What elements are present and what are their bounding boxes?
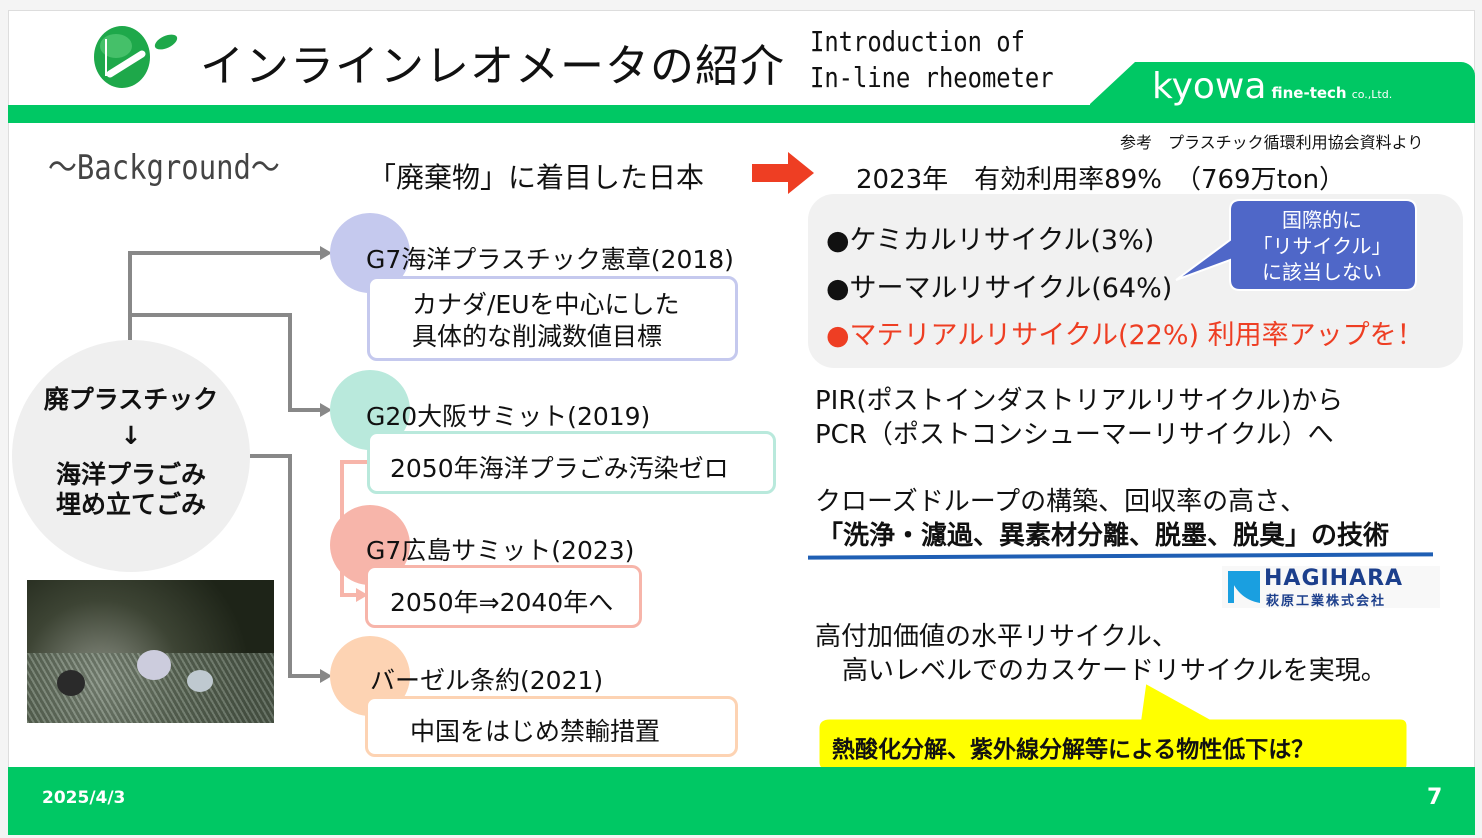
timeline-title-2018: G7海洋プラスチック憲章(2018) <box>366 245 734 274</box>
english-title-line2: In-line rheometer <box>810 61 1054 94</box>
timeline-title-2019: G20大阪サミット(2019) <box>366 402 651 431</box>
right-arrow-icon <box>752 152 814 194</box>
hagihara-logo: HAGIHARA 萩原工業株式会社 <box>1222 566 1440 609</box>
background-label: ～Background～ <box>48 148 280 188</box>
timeline-detail-2021: 中国をはじめ禁輸措置 <box>410 717 661 746</box>
timeline-box-2021 <box>365 696 738 757</box>
brand-name: kyowa <box>1152 66 1267 107</box>
english-title: Introduction of In-line rheometer <box>810 24 1054 96</box>
timeline-title-2023: G7広島サミット(2023) <box>366 536 635 565</box>
page-title: インラインレオメータの紹介 <box>200 41 785 92</box>
timeline-box-2019 <box>367 431 776 494</box>
waste-plastic-circle <box>12 340 250 572</box>
closed-loop-line2: 「洗浄・濾過、異素材分離、脱墨、脱臭」の技術 <box>817 521 1390 551</box>
brand-sub: fine-tech <box>1271 84 1347 102</box>
timeline-detail-2019: 2050年海洋プラごみ汚染ゼロ <box>390 454 729 483</box>
timeline-box-2018 <box>367 276 738 361</box>
callout-line: 国際的に <box>1282 208 1362 232</box>
achievement-line1: 高付加価値の水平リサイクル、 <box>815 622 1178 652</box>
brand-suffix: co.,Ltd. <box>1351 88 1393 101</box>
footer-bar <box>8 767 1475 835</box>
japan-focus-heading: 「廃棄物」に着目した日本 <box>368 161 705 194</box>
pir-line: PIR(ポストインダストリアルリサイクル)から <box>815 386 1344 416</box>
waste-plastic-line3: 埋め立てごみ <box>55 490 206 519</box>
timeline-box-2023 <box>365 565 642 628</box>
callout-line: 「リサイクル」 <box>1252 234 1392 258</box>
thermal-recycle: ●サーマルリサイクル(64%) <box>826 273 1173 304</box>
pir-pcr-text: PIR(ポストインダストリアルリサイクル)から PCR（ポストコンシューマーリサ… <box>815 384 1343 452</box>
timeline-detail-2023: 2050年⇒2040年へ <box>390 588 614 617</box>
waste-plastic-line2: 海洋プラごみ <box>55 460 206 489</box>
brand-logo: kyowa fine-tech co.,Ltd. <box>1152 66 1392 107</box>
reference-note: 参考 プラスチック循環利用協会資料より <box>1120 133 1424 152</box>
hagihara-mark-icon <box>1228 571 1260 603</box>
english-title-line1: Introduction of <box>810 25 1025 58</box>
waste-plastic-line1: 廃プラスチック <box>43 385 219 414</box>
hagihara-jp: 萩原工業株式会社 <box>1266 594 1387 609</box>
down-arrow: ↓ <box>120 421 142 450</box>
achievement-line2: 高いレベルでのカスケードリサイクルを実現。 <box>842 656 1387 686</box>
question-text: 熱酸化分解、紫外線分解等による物性低下は？ <box>832 737 1315 763</box>
callout-text: 国際的に 「リサイクル」 に該当しない <box>1232 207 1412 285</box>
ocean-plastic-photo <box>27 580 274 723</box>
chemical-recycle: ●ケミカルリサイクル(3%) <box>826 225 1155 256</box>
page-number: 7 <box>1427 785 1443 810</box>
company-logo-icon <box>94 26 178 88</box>
utilization-stat: 2023年 有効利用率89% （769万ton） <box>856 165 1346 195</box>
waste-plastic-text: 廃プラスチック ↓ 海洋プラごみ 埋め立てごみ <box>12 382 250 520</box>
detail-line: 具体的な削減数値目標 <box>412 322 663 351</box>
footer-date: 2025/4/3 <box>42 788 126 808</box>
closed-loop-line1: クローズドループの構築、回収率の高さ、 <box>815 487 1307 517</box>
timeline-detail-2018: カナダ/EUを中心にした具体的な削減数値目標 <box>412 289 680 353</box>
hagihara-name: HAGIHARA <box>1264 566 1404 591</box>
timeline-title-2021: バーゼル条約(2021) <box>370 666 604 695</box>
brand-tab <box>1090 62 1475 123</box>
callout-bubble <box>1175 199 1417 291</box>
material-recycle: ●マテリアルリサイクル(22%) 利用率アップを！ <box>826 320 1424 351</box>
detail-line: カナダ/EUを中心にした <box>412 290 680 319</box>
closed-loop-text: クローズドループの構築、回収率の高さ、 「洗浄・濾過、異素材分離、脱墨、脱臭」の… <box>815 485 1389 553</box>
callout-line: に該当しない <box>1262 260 1382 284</box>
pcr-line: PCR（ポストコンシューマーリサイクル）へ <box>815 420 1334 450</box>
